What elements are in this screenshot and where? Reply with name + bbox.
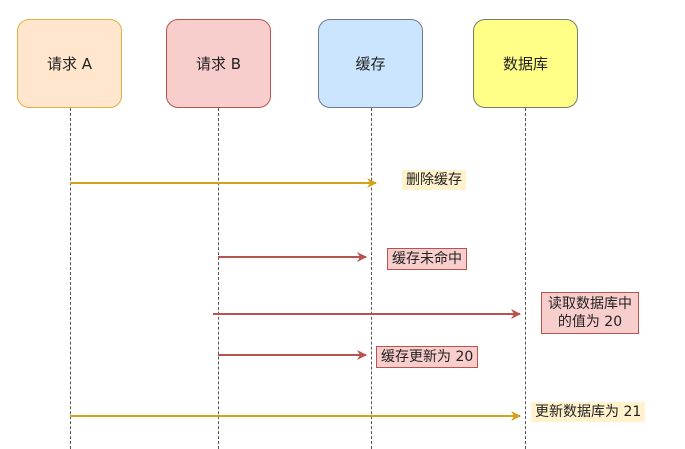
actor-label: 缓存 [355,55,386,73]
actor-label: 数据库 [502,55,548,73]
actor-label: 请求 B [195,55,242,73]
message-label-line: 读取数据库中 [548,296,632,312]
lifeline-request-b [218,108,219,449]
message-label: 读取数据库中 的值为 20 [541,292,639,334]
message-label: 删除缓存 [402,170,466,190]
message-label: 缓存更新为 20 [376,346,479,368]
actor-database: 数据库 [473,19,578,108]
actor-request-a: 请求 A [17,19,122,108]
message-label: 缓存未命中 [387,248,467,270]
lifeline-database [525,108,526,449]
message-label-line: 的值为 20 [557,314,623,330]
lifeline-cache [371,108,372,449]
actor-request-b: 请求 B [166,19,271,108]
actor-label: 请求 A [46,55,93,73]
message-label: 更新数据库为 21 [531,402,646,422]
lifeline-request-a [70,108,71,449]
actor-cache: 缓存 [318,19,423,108]
